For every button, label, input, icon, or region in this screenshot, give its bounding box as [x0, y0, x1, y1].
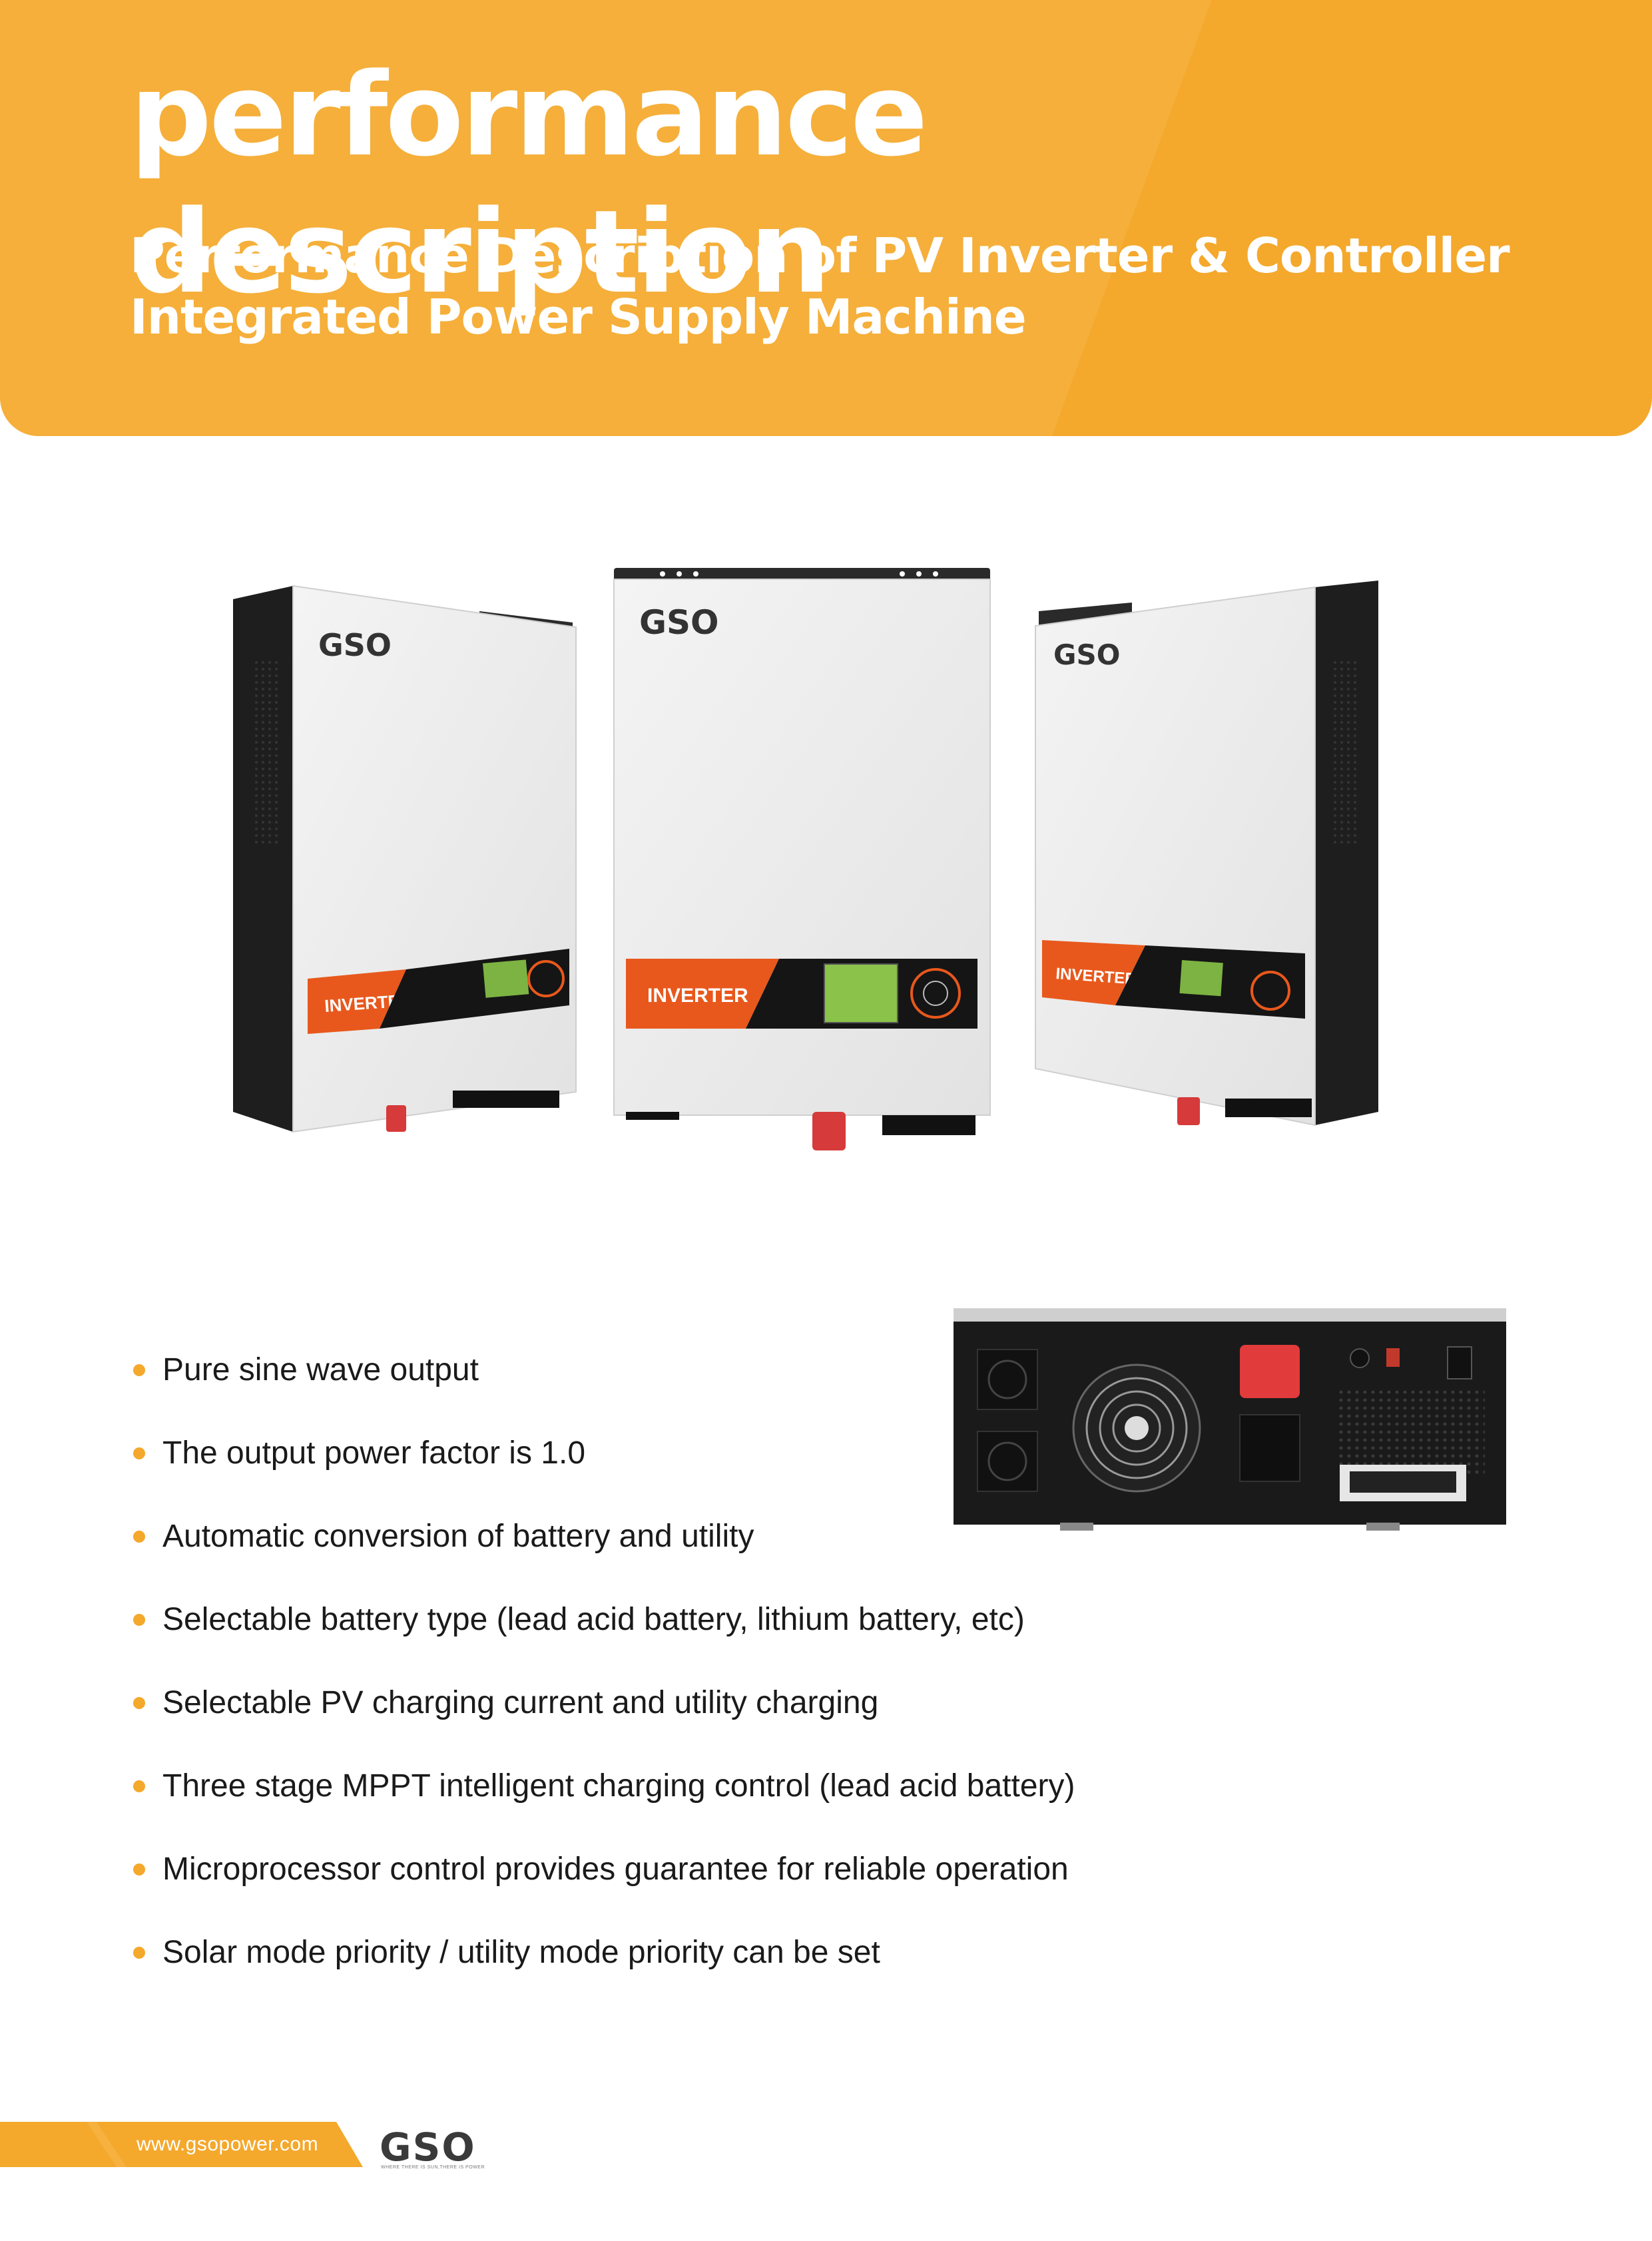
feature-item: Microprocessor control provides guarante…: [133, 1828, 1075, 1911]
feature-text: Selectable battery type (lead acid batte…: [162, 1602, 1025, 1637]
header-banner: performance description Performance Desc…: [0, 0, 1652, 436]
inverter-back-panel-photo: [954, 1308, 1506, 1531]
product-photos: GSO INVERTER GSO INVERTER GSO INVERTER: [233, 568, 1378, 1150]
bullet-icon: [133, 1530, 145, 1543]
inverter-front-view: GSO INVERTER: [613, 568, 991, 1150]
footer-logo-text: GSO: [380, 2124, 476, 2170]
bullet-icon: [133, 1863, 145, 1875]
bullet-icon: [133, 1696, 145, 1709]
feature-list: Pure sine wave output The output power f…: [133, 1328, 1075, 1994]
subtitle-line-2: Integrated Power Supply Machine: [130, 289, 1027, 345]
feature-item: Pure sine wave output: [133, 1328, 1075, 1411]
bullet-icon: [133, 1447, 145, 1459]
feature-text: Three stage MPPT intelligent charging co…: [162, 1768, 1075, 1804]
right-unit-logo: GSO: [1053, 638, 1120, 671]
bullet-icon: [133, 1780, 145, 1792]
inverter-right-view: GSO INVERTER: [1035, 581, 1378, 1126]
footer-website-link[interactable]: www.gsopower.com: [137, 2133, 319, 2155]
feature-text: The output power factor is 1.0: [162, 1435, 586, 1471]
front-unit-label: INVERTER: [647, 985, 748, 1007]
feature-item: Solar mode priority / utility mode prior…: [133, 1911, 1075, 1994]
feature-item: The output power factor is 1.0: [133, 1411, 1075, 1495]
feature-text: Microprocessor control provides guarante…: [162, 1852, 1069, 1887]
footer-tagline: WHERE THERE IS SUN,THERE IS POWER: [381, 2165, 485, 2170]
left-unit-logo: GSO: [318, 627, 392, 663]
front-unit-logo: GSO: [639, 603, 719, 642]
feature-text: Solar mode priority / utility mode prior…: [162, 1935, 880, 1970]
page-subtitle: Performance Description of PV Inverter &…: [130, 225, 1528, 348]
feature-item: Selectable battery type (lead acid batte…: [133, 1578, 1075, 1661]
feature-text: Selectable PV charging current and utili…: [162, 1685, 879, 1720]
feature-item: Selectable PV charging current and utili…: [133, 1661, 1075, 1744]
feature-text: Automatic conversion of battery and util…: [162, 1519, 754, 1554]
footer-banner: [0, 2122, 363, 2167]
page-title: performance description: [130, 48, 928, 320]
subtitle-line-1: Performance Description of PV Inverter &…: [130, 228, 1510, 284]
bullet-icon: [133, 1946, 145, 1959]
bullet-icon: [133, 1613, 145, 1626]
bullet-icon: [133, 1364, 145, 1376]
footer-logo: GSO: [380, 2124, 476, 2170]
feature-item: Automatic conversion of battery and util…: [133, 1495, 1075, 1578]
inverter-left-view: GSO INVERTER: [233, 585, 577, 1133]
header-stripe-decoration: [0, 0, 1212, 436]
feature-item: Three stage MPPT intelligent charging co…: [133, 1744, 1075, 1828]
feature-text: Pure sine wave output: [162, 1352, 479, 1387]
